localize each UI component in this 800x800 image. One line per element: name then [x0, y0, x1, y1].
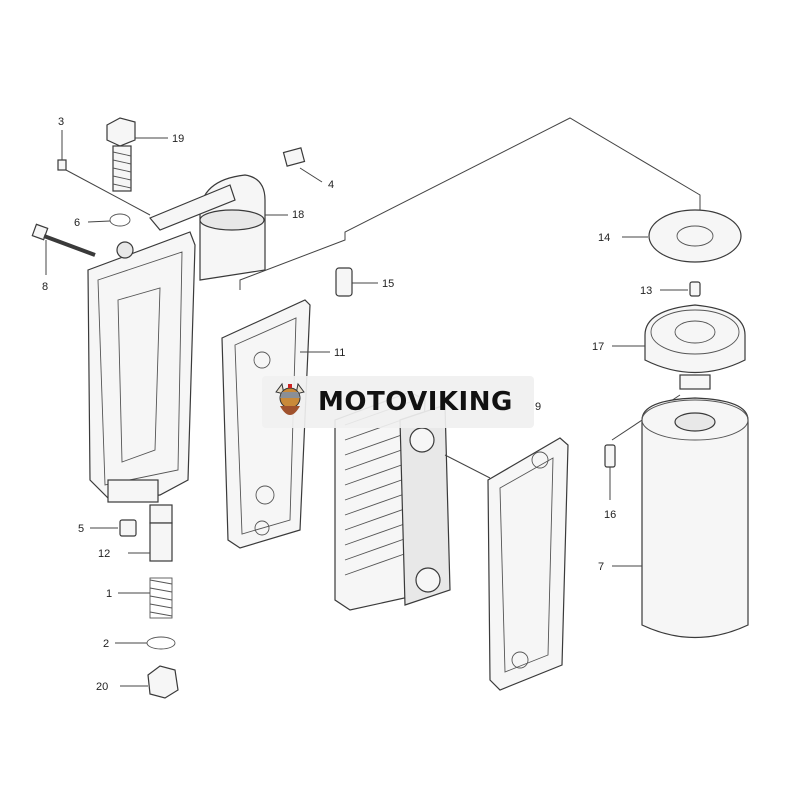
callout-6: 6 — [74, 217, 80, 229]
viking-mascot-icon — [275, 382, 305, 415]
spring-1 — [118, 577, 173, 619]
oil-filter-7 — [612, 397, 749, 638]
valve-12 — [128, 504, 173, 562]
leader-line-14-group — [239, 117, 701, 290]
callout-12: 12 — [98, 548, 110, 560]
sensor-16 — [604, 444, 616, 500]
pin-13 — [660, 281, 701, 297]
plug-20 — [120, 665, 179, 699]
screw-3 — [57, 159, 67, 171]
callout-16: 16 — [604, 509, 616, 521]
callout-13: 13 — [640, 285, 652, 297]
oil-cooler-core — [334, 391, 451, 611]
callout-14: 14 — [598, 232, 610, 244]
o-ring-2 — [115, 636, 176, 650]
callout-2: 2 — [103, 638, 109, 650]
callout-17: 17 — [592, 341, 604, 353]
plug-4 — [282, 147, 323, 183]
callout-7: 7 — [598, 561, 604, 573]
gasket-9 — [444, 437, 569, 691]
callout-4: 4 — [328, 179, 334, 191]
callout-1: 1 — [106, 588, 112, 600]
callout-8: 8 — [42, 281, 48, 293]
oil-cooler-housing — [87, 231, 196, 503]
callout-9: 9 — [535, 401, 541, 413]
callout-5: 5 — [78, 523, 84, 535]
callout-3: 3 — [58, 116, 64, 128]
o-ring-6 — [109, 213, 131, 227]
filter-head-17 — [612, 304, 746, 390]
bolt-8 — [31, 223, 96, 275]
callout-19: 19 — [172, 133, 184, 145]
watermark-text: MOTOVIKING — [318, 387, 513, 417]
bolt-19 — [106, 117, 136, 192]
callout-20: 20 — [96, 681, 108, 693]
callout-11: 11 — [334, 347, 345, 359]
thermostat-housing — [149, 174, 266, 281]
plug-5 — [90, 519, 137, 537]
callout-18: 18 — [292, 209, 304, 221]
sleeve-15 — [335, 267, 378, 297]
watermark-banner: MOTOVIKING — [262, 376, 534, 428]
disc-14 — [622, 209, 742, 263]
callout-15: 15 — [382, 278, 394, 290]
